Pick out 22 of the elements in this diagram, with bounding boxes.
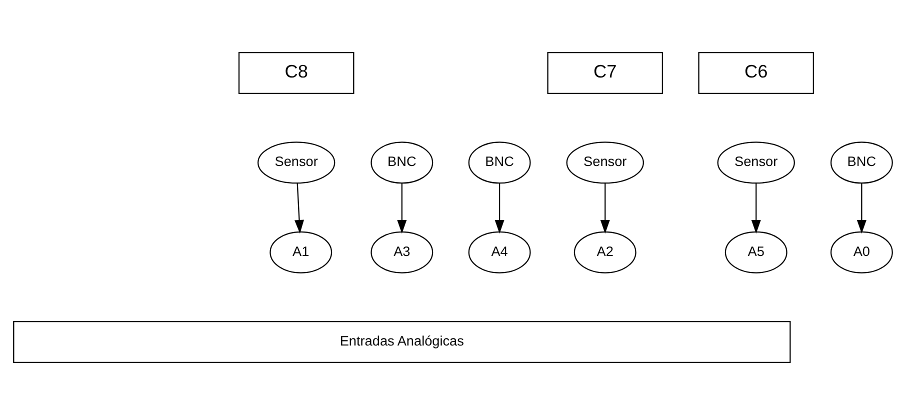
- node-ellipse: A5: [724, 230, 788, 273]
- node-ellipse: Sensor: [258, 141, 336, 184]
- arrow: [600, 182, 610, 234]
- node-ellipse: Sensor: [566, 141, 644, 184]
- node-ellipse: A4: [468, 230, 531, 273]
- node-ellipse: A0: [830, 230, 893, 273]
- node-ellipse: BNC: [468, 141, 531, 184]
- arrow: [294, 182, 304, 234]
- node-ellipse: Sensor: [717, 141, 795, 184]
- node-box: C8: [238, 51, 354, 94]
- node-box: Entradas Analógicas: [13, 320, 791, 363]
- node-ellipse: BNC: [830, 141, 893, 184]
- node-box: C6: [698, 51, 814, 94]
- node-ellipse: A1: [270, 230, 332, 273]
- arrow: [856, 182, 866, 234]
- node-ellipse: BNC: [370, 141, 434, 184]
- arrow: [397, 182, 407, 234]
- node-box: C7: [547, 51, 664, 94]
- node-ellipse: A3: [370, 230, 434, 273]
- node-ellipse: A2: [574, 230, 636, 273]
- arrow: [494, 182, 504, 234]
- arrow: [751, 182, 761, 234]
